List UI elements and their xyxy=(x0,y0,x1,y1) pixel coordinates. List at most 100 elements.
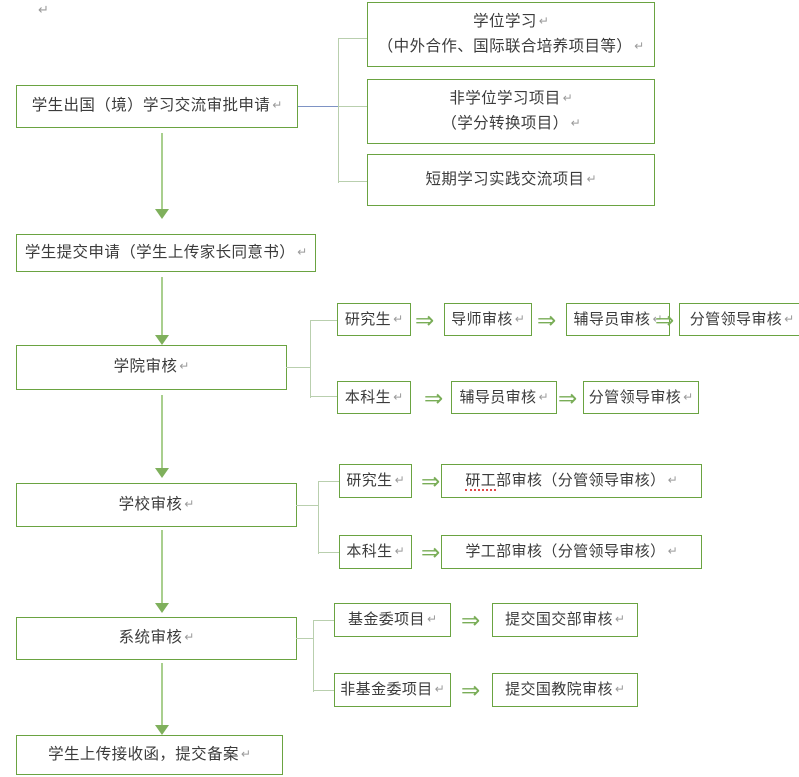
flow-arrow-application-to-submit xyxy=(155,133,169,219)
node-system-csc-label: 基金委项目 xyxy=(347,611,425,629)
node-system-non-csc-label: 非基金委项目 xyxy=(340,681,433,699)
node-college-review-label: 学院审核 xyxy=(113,358,178,376)
node-college-ug-step-2[interactable]: 分管领导审核↵ xyxy=(583,381,699,414)
node-school-review[interactable]: 学校审核↵ xyxy=(16,483,297,527)
pilcrow-icon: ↵ xyxy=(179,359,190,374)
pilcrow-icon: ↵ xyxy=(538,389,549,404)
pilcrow-icon: ↵ xyxy=(393,311,404,326)
pilcrow-icon: ↵ xyxy=(570,115,581,130)
bracket-inlet xyxy=(286,367,311,369)
bracket-outlet-undergraduate xyxy=(318,552,340,554)
node-final[interactable]: 学生上传接收函，提交备案↵ xyxy=(16,735,283,775)
bracket-inlet xyxy=(296,505,319,507)
bracket-outlet-1 xyxy=(338,38,368,40)
pilcrow-icon: ↵ xyxy=(434,682,445,697)
double-arrow-icon: ⇒ xyxy=(421,540,441,566)
pilcrow-icon: ↵ xyxy=(538,14,549,29)
bracket-outlet-2 xyxy=(338,106,368,108)
pilcrow-icon: ↵ xyxy=(297,244,308,259)
node-college-ug-step-1[interactable]: 辅导员审核↵ xyxy=(451,381,557,414)
arrow-stem xyxy=(161,663,163,725)
bracket-trunk xyxy=(313,620,315,692)
arrow-stem xyxy=(161,530,163,603)
node-system-non-csc-target[interactable]: 提交国教院审核↵ xyxy=(492,673,638,707)
pilcrow-icon: ↵ xyxy=(667,473,678,488)
pilcrow-icon: ↵ xyxy=(667,544,678,559)
node-type-short[interactable]: 短期学习实践交流项目↵ xyxy=(367,154,655,206)
node-college-undergraduate-label: 本科生 xyxy=(344,388,392,406)
pilcrow-icon: ↵ xyxy=(426,612,438,627)
node-system-review[interactable]: 系统审核↵ xyxy=(16,617,297,660)
node-type-nondegree-line2: （学分转换项目） xyxy=(441,114,569,132)
pilcrow-icon: ↵ xyxy=(184,630,195,645)
pilcrow-icon: ↵ xyxy=(272,98,283,113)
node-college-ug-step-2-label: 分管领导审核 xyxy=(588,388,682,406)
node-college-grad-step-1[interactable]: 导师审核↵ xyxy=(444,303,532,336)
bracket-trunk xyxy=(318,481,320,554)
double-arrow-icon: ⇒ xyxy=(424,386,444,412)
bracket-trunk xyxy=(310,320,312,398)
double-arrow-icon: ⇒ xyxy=(461,608,481,634)
node-school-graduate-target-suffix: 部审核（分管领导审核） xyxy=(496,472,666,490)
arrow-head-icon xyxy=(155,725,169,735)
node-college-undergraduate[interactable]: 本科生↵ xyxy=(337,381,411,414)
pilcrow-icon: ↵ xyxy=(394,473,405,488)
node-college-review[interactable]: 学院审核↵ xyxy=(16,345,287,390)
pilcrow-icon: ↵ xyxy=(784,311,795,326)
arrow-head-icon xyxy=(155,335,169,345)
flow-arrow-school-to-system xyxy=(155,530,169,615)
double-arrow-icon: ⇒ xyxy=(415,308,435,334)
node-type-nondegree[interactable]: 非学位学习项目↵ （学分转换项目）↵ xyxy=(367,79,655,144)
node-college-grad-step-3[interactable]: 分管领导审核↵ xyxy=(679,303,799,336)
bracket-school-branches xyxy=(296,481,340,554)
bracket-outlet-csc xyxy=(313,620,335,622)
node-application-label: 学生出国（境）学习交流审批申请 xyxy=(31,97,271,115)
node-school-graduate-target[interactable]: 研工部审核（分管领导审核）↵ xyxy=(441,464,702,498)
node-college-graduate[interactable]: 研究生↵ xyxy=(337,303,411,336)
pilcrow-icon: ↵ xyxy=(240,746,251,761)
pilcrow-icon: ↵ xyxy=(562,91,573,106)
double-arrow-icon: ⇒ xyxy=(537,308,557,334)
bracket-trunk xyxy=(338,38,340,183)
node-college-grad-step-2[interactable]: 辅导员审核↵ xyxy=(566,303,670,336)
bracket-inlet xyxy=(298,106,339,108)
pilcrow-icon: ↵ xyxy=(683,389,694,404)
bracket-outlet-graduate xyxy=(310,320,338,322)
node-final-label: 学生上传接收函，提交备案 xyxy=(48,745,239,763)
bracket-application-types xyxy=(298,38,368,183)
arrow-head-icon xyxy=(155,209,169,219)
node-school-undergraduate[interactable]: 本科生↵ xyxy=(339,535,412,569)
node-school-review-label: 学校审核 xyxy=(118,495,183,513)
bracket-outlet-3 xyxy=(338,181,368,183)
flow-arrow-college-to-school xyxy=(155,395,169,480)
pilcrow-icon: ↵ xyxy=(184,496,195,511)
node-system-csc[interactable]: 基金委项目↵ xyxy=(334,603,451,637)
bracket-outlet-graduate xyxy=(318,481,340,483)
node-system-non-csc[interactable]: 非基金委项目↵ xyxy=(334,673,451,707)
node-type-degree[interactable]: 学位学习↵ （中外合作、国际联合培养项目等）↵ xyxy=(367,2,655,67)
node-application[interactable]: 学生出国（境）学习交流审批申请↵ xyxy=(16,85,298,128)
pilcrow-icon: ↵ xyxy=(393,389,404,404)
pilcrow-icon: ↵ xyxy=(614,682,625,697)
double-arrow-icon: ⇒ xyxy=(461,678,481,704)
pilcrow-icon: ↵ xyxy=(586,171,597,186)
node-submit-label: 学生提交申请（学生上传家长同意书） xyxy=(24,243,296,261)
node-type-short-label: 短期学习实践交流项目 xyxy=(425,170,585,188)
node-school-graduate[interactable]: 研究生↵ xyxy=(339,464,412,498)
arrow-stem xyxy=(161,395,163,468)
node-system-csc-target[interactable]: 提交国交部审核↵ xyxy=(492,603,638,637)
node-school-undergraduate-target[interactable]: 学工部审核（分管领导审核）↵ xyxy=(441,535,702,569)
node-type-nondegree-line1: 非学位学习项目 xyxy=(449,90,561,108)
node-submit[interactable]: 学生提交申请（学生上传家长同意书）↵ xyxy=(16,234,316,272)
node-college-graduate-label: 研究生 xyxy=(344,310,392,328)
double-arrow-icon: ⇒ xyxy=(655,308,675,334)
node-school-undergraduate-label: 本科生 xyxy=(346,543,393,561)
node-type-degree-line1: 学位学习 xyxy=(473,13,537,31)
bracket-college-branches xyxy=(286,320,338,398)
node-system-csc-target-label: 提交国交部审核 xyxy=(505,611,613,629)
pilcrow-icon: ↵ xyxy=(634,38,645,53)
node-school-graduate-label: 研究生 xyxy=(346,472,393,490)
node-system-non-csc-target-label: 提交国教院审核 xyxy=(505,681,613,699)
pilcrow-icon: ↵ xyxy=(514,311,525,326)
node-college-grad-step-3-label: 分管领导审核 xyxy=(689,310,783,328)
